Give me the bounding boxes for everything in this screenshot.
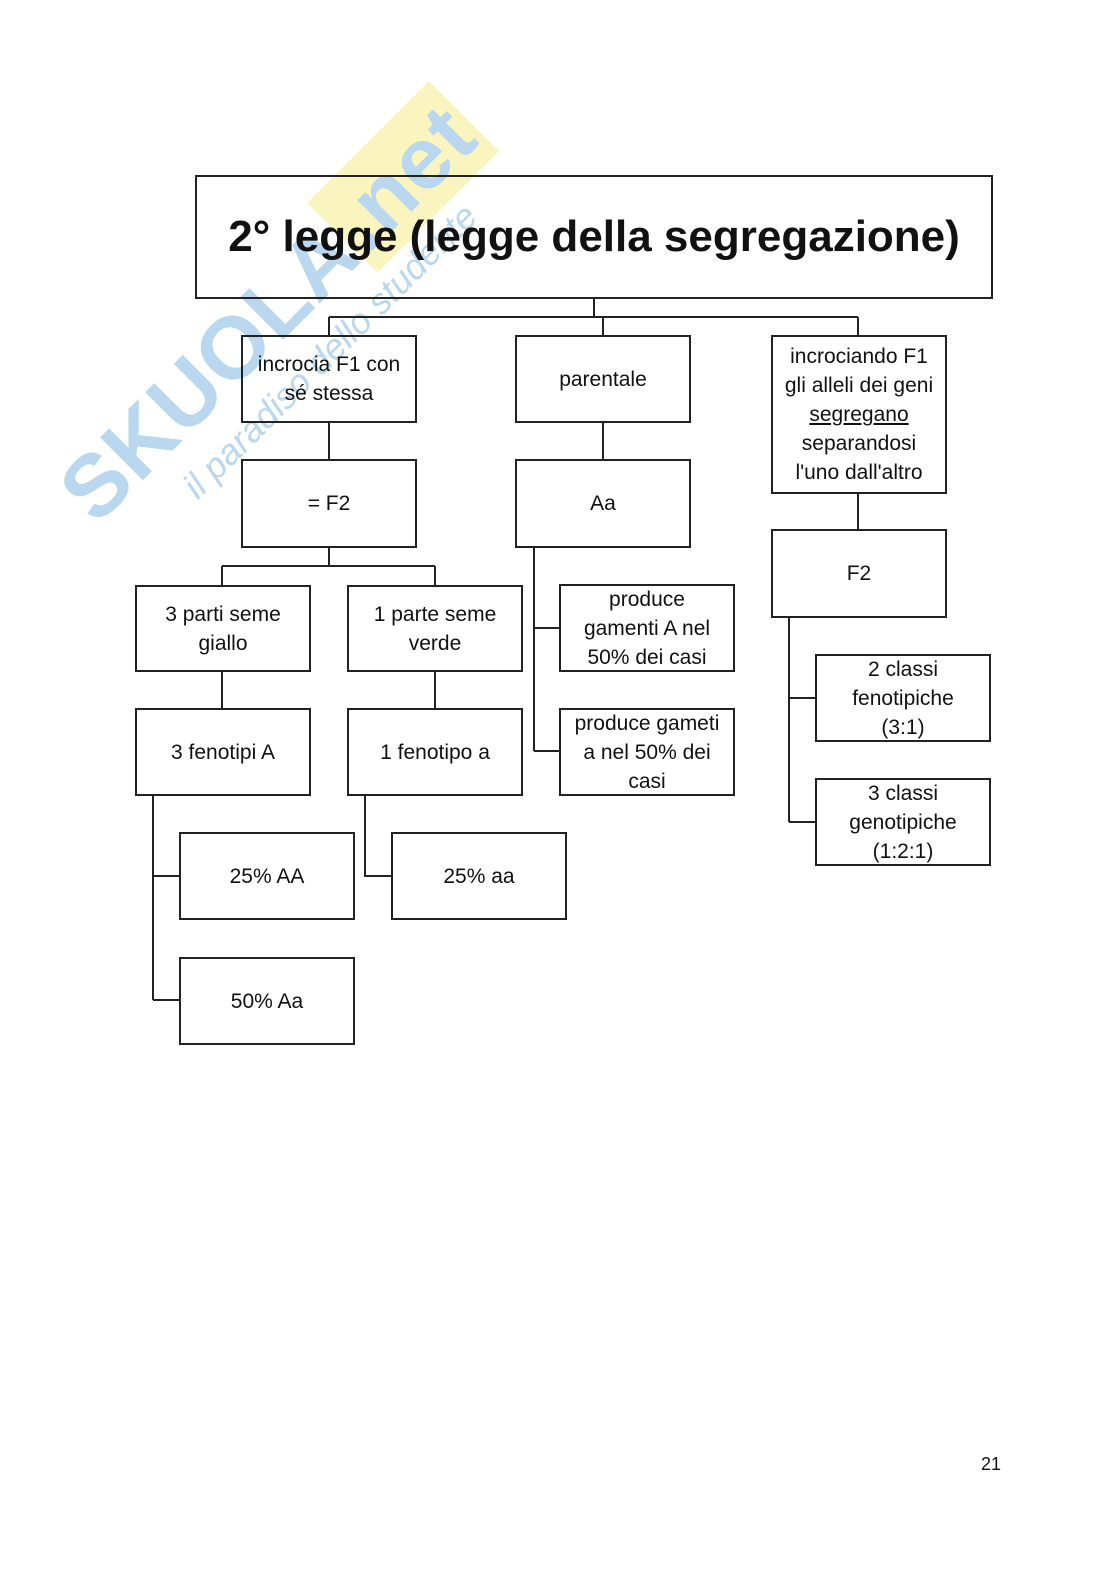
title-box: 2° legge (legge della segregazione)	[195, 175, 993, 299]
node-parti-giallo: 3 parti seme giallo	[135, 585, 311, 672]
node-f2-right: F2	[771, 529, 947, 618]
node-classi-genotipiche: 3 classi genotipiche (1:2:1)	[815, 778, 991, 866]
node-fenotipo-a: 1 fenotipo a	[347, 708, 523, 796]
node-classi-fenotipiche: 2 classi fenotipiche (3:1)	[815, 654, 991, 742]
connector-title	[328, 298, 859, 335]
node-incrociando: incrociando F1 gli alleli dei geni segre…	[771, 335, 947, 494]
node-pct-AA: 25% AA	[179, 832, 355, 920]
page-number: 21	[981, 1454, 1002, 1474]
connector-left	[221, 422, 436, 708]
node-produce-a: produce gameti a nel 50% dei casi	[559, 708, 735, 796]
node-parte-verde: 1 parte seme verde	[347, 585, 523, 672]
node-f2-left: = F2	[241, 459, 417, 548]
incrociando-underlined: segregano	[809, 403, 909, 426]
node-incrocia: incrocia F1 con sé stessa	[241, 335, 417, 423]
node-fenotipi-A: 3 fenotipi A	[135, 708, 311, 796]
node-produce-A: produce gamenti A nel 50% dei casi	[559, 584, 735, 672]
connector-middle	[533, 422, 604, 752]
incrociando-line1: incrociando F1 gli alleli dei geni	[784, 345, 934, 397]
node-pct-aa: 25% aa	[391, 832, 567, 920]
connector-aa	[364, 795, 391, 877]
node-pct-Aa: 50% Aa	[179, 957, 355, 1045]
node-parentale: parentale	[515, 335, 691, 423]
node-Aa: Aa	[515, 459, 691, 548]
connector-right	[788, 493, 859, 823]
incrociando-line2: separandosi l'uno dall'altro	[795, 432, 923, 484]
connector-AA	[152, 795, 179, 1001]
